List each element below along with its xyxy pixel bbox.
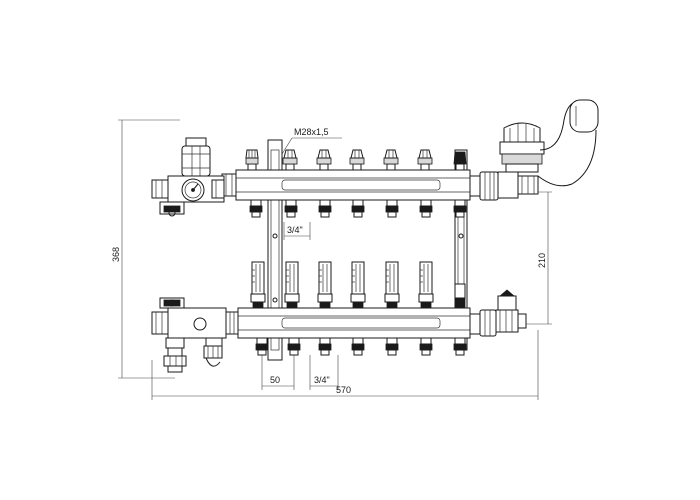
- supply-valve: [316, 149, 332, 171]
- total-width-label: 570: [336, 385, 351, 395]
- supply-outlets: [249, 199, 467, 218]
- supply-outlet: [419, 199, 433, 218]
- return-manifold: [225, 307, 497, 339]
- supply-outlet: [318, 199, 332, 218]
- flow-meter-end: [454, 283, 466, 309]
- dimension-lines: [118, 119, 552, 400]
- return-outlet: [351, 337, 365, 356]
- supply-valve-end: [453, 151, 467, 171]
- return-outlet: [419, 337, 433, 356]
- return-outlets: [255, 337, 467, 356]
- return-outlet: [385, 337, 399, 356]
- pipe-size-bottom-label: 3/4": [314, 375, 330, 385]
- height-label: 368: [111, 247, 121, 262]
- supply-valve: [245, 149, 259, 171]
- drain-tap-icon: [203, 337, 223, 367]
- supply-outlet: [284, 199, 298, 218]
- supply-valves: [245, 149, 467, 171]
- supply-valve: [282, 149, 298, 171]
- supply-valve: [417, 149, 433, 171]
- return-end-valve: [495, 289, 527, 333]
- supply-manifold: [221, 169, 499, 201]
- flow-meter: [317, 261, 333, 309]
- supply-valve: [383, 149, 399, 171]
- return-outlet: [453, 337, 467, 356]
- flow-meter: [384, 261, 400, 309]
- supply-outlet: [249, 199, 263, 218]
- pipe-size-top-label: 3/4": [287, 225, 303, 235]
- supply-pump-group: [151, 137, 225, 217]
- spacing-label: 50: [270, 375, 280, 385]
- return-pump-group: [151, 297, 227, 373]
- thermostatic-actuator: [497, 99, 599, 199]
- flow-meter: [350, 261, 366, 309]
- flow-meter: [284, 261, 300, 309]
- flow-meters: [250, 261, 466, 309]
- thread-label: M28x1,5: [294, 127, 329, 137]
- return-outlet: [287, 337, 301, 356]
- flow-meter: [418, 261, 434, 309]
- supply-valve: [349, 149, 365, 171]
- supply-outlet: [453, 199, 467, 218]
- rail-distance-label: 210: [537, 253, 547, 268]
- return-outlet: [255, 337, 269, 356]
- return-outlet: [318, 337, 332, 356]
- thermometer-icon: [181, 178, 205, 202]
- supply-outlet: [351, 199, 365, 218]
- flow-meter: [250, 261, 266, 309]
- supply-outlet: [385, 199, 399, 218]
